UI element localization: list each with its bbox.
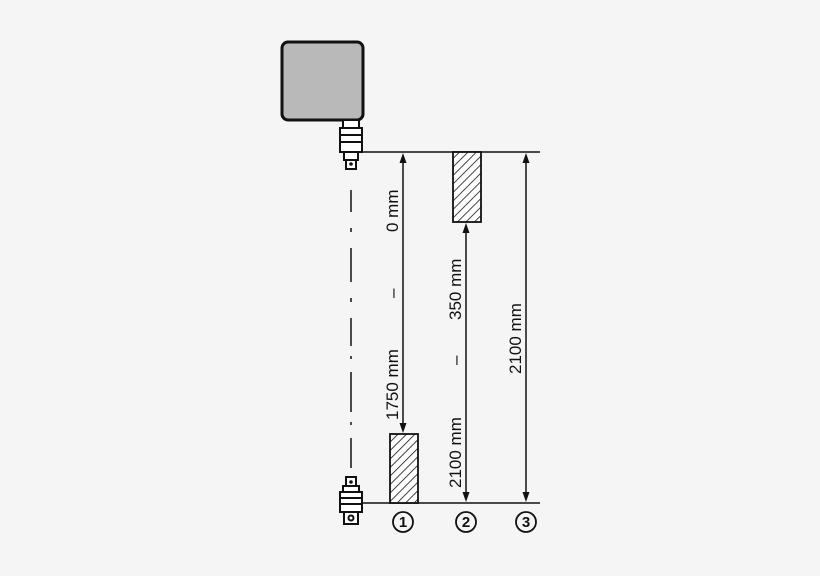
range-1-dash-label: – bbox=[383, 288, 402, 298]
marker-3: 3 bbox=[515, 511, 537, 533]
marker-1: 1 bbox=[392, 511, 414, 533]
range-2-from-label: 350 mm bbox=[446, 259, 465, 320]
range-3-label: 2100 mm bbox=[506, 303, 525, 374]
bottom-connector bbox=[339, 476, 363, 525]
range-2-dash-label: – bbox=[446, 355, 465, 365]
range-2-to-label: 2100 mm bbox=[446, 417, 465, 488]
sensor-housing bbox=[280, 40, 365, 122]
marker-3-label: 3 bbox=[522, 514, 530, 531]
range-1-from-label: 0 mm bbox=[383, 190, 402, 233]
dimension-line-3 bbox=[522, 153, 530, 502]
dimension-line-1 bbox=[399, 153, 407, 433]
marker-1-label: 1 bbox=[399, 514, 407, 531]
dimension-line-2 bbox=[462, 223, 470, 502]
top-connector bbox=[339, 119, 363, 170]
target-block-2 bbox=[452, 151, 482, 223]
range-1-to-label: 1750 mm bbox=[383, 349, 402, 420]
marker-2-label: 2 bbox=[462, 514, 470, 531]
marker-2: 2 bbox=[455, 511, 477, 533]
target-block-1 bbox=[389, 433, 419, 504]
